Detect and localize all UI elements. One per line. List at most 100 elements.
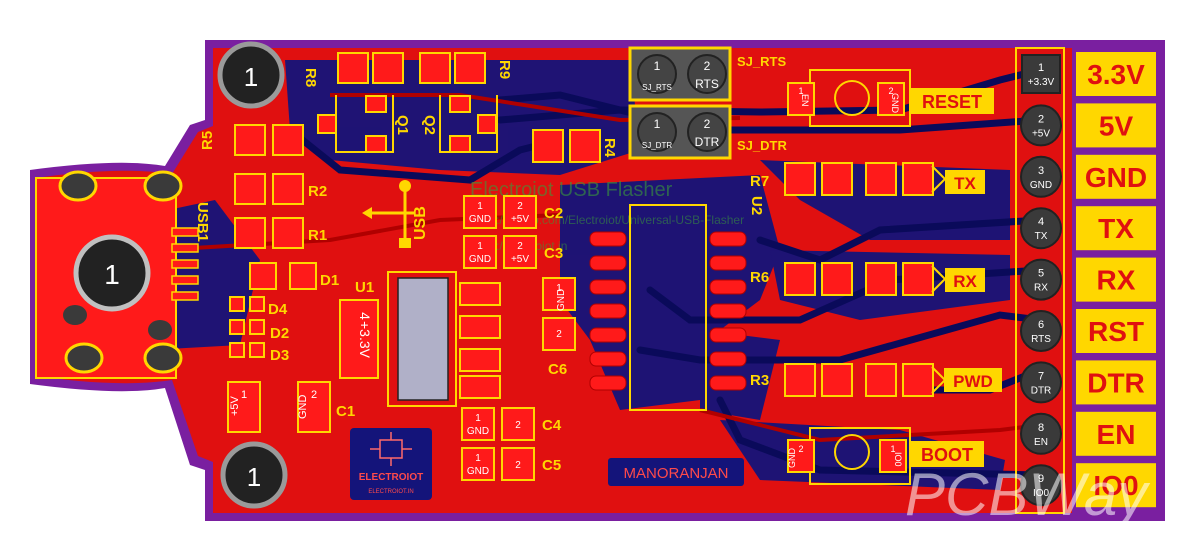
svg-text:2: 2 [311, 389, 317, 401]
boot-button[interactable]: 2 GND 1 IO0 [787, 427, 911, 485]
svg-text:1: 1 [477, 241, 483, 252]
c6-label: C6 [548, 361, 567, 378]
svg-text:GND: GND [297, 395, 309, 420]
header-pin-net: +5V [1032, 128, 1050, 139]
resistor-r1 [234, 217, 304, 249]
watermark-repo: https://github.com/Electroiot/Universal-… [470, 213, 744, 227]
reset-button[interactable]: 1 EN 2 GND [787, 69, 911, 127]
svg-text:2: 2 [798, 444, 803, 454]
svg-text:1: 1 [241, 389, 247, 401]
r6-label: R6 [750, 269, 769, 286]
header-pin-net: RX [1034, 283, 1048, 294]
svg-text:GND: GND [469, 254, 491, 265]
svg-text:+5V: +5V [229, 395, 241, 416]
designer-name: MANORANJAN [623, 465, 728, 482]
u1-label: U1 [355, 279, 374, 296]
svg-text:2: 2 [515, 420, 521, 431]
usb-symbol-icon [362, 180, 415, 248]
header-pin-4: 4TX [1020, 207, 1062, 250]
svg-text:1: 1 [890, 444, 895, 454]
pwd-label-bg [944, 368, 1002, 392]
header-label-5: RX [1076, 257, 1156, 302]
q1-label: Q1 [394, 115, 411, 135]
capacitor-c5: 1 GND 2 [461, 447, 535, 481]
capacitor-c6: 1 GND 2 [542, 277, 576, 351]
d4-label: D4 [268, 301, 288, 318]
c5-label: C5 [542, 457, 561, 474]
d1-label: D1 [320, 272, 339, 289]
usb-symbol-label: USB [412, 206, 429, 240]
header-pin-8: 8EN [1020, 412, 1062, 455]
r4-label: R4 [601, 138, 618, 158]
svg-text:2: 2 [704, 117, 711, 131]
header-pin-1: 1 +3.3V [1021, 54, 1061, 94]
u1-pin-label: 4 [357, 312, 373, 320]
svg-text:GND: GND [469, 214, 491, 225]
reset-label: RESET [922, 92, 982, 112]
reset-label-bg [910, 88, 994, 114]
svg-text:1: 1 [654, 59, 661, 73]
resistor-r4 [532, 129, 601, 163]
header-label-bg [1076, 309, 1156, 353]
tx-led-r7 [784, 162, 947, 196]
boot-label: BOOT [921, 445, 973, 465]
header-pin-number: 4 [1038, 216, 1044, 228]
watermark-title: Electroiot USB Flasher [470, 179, 673, 201]
header-label-bg [1076, 463, 1156, 508]
diode-d1 [249, 262, 317, 290]
header-label-text: 3.3V [1087, 59, 1145, 90]
r8-label: R8 [302, 68, 319, 87]
header-pin-net: +3.3V [1028, 77, 1055, 88]
header-label-bg [1076, 257, 1156, 302]
header-label-bg [1076, 154, 1156, 199]
pwd-led-label: PWD [953, 372, 993, 391]
svg-text:2: 2 [515, 460, 521, 471]
tx-label-bg [945, 170, 985, 194]
tx-led-label: TX [954, 174, 976, 193]
regulator-u1: 4 +3.3V [339, 271, 501, 407]
header-label-8: EN [1076, 411, 1156, 456]
svg-text:EN: EN [800, 94, 810, 107]
header-pin-number: 1 [1038, 62, 1044, 74]
header-label-text: DTR [1087, 367, 1145, 398]
svg-text:2: 2 [517, 201, 523, 212]
header-label-bg [1076, 360, 1156, 405]
svg-text:GND: GND [467, 426, 489, 437]
header-label-6: RST [1076, 309, 1156, 353]
diode-d3 [229, 342, 265, 358]
svg-text:DTR: DTR [695, 135, 720, 149]
svg-text:SJ_RTS: SJ_RTS [642, 83, 672, 92]
solder-jumper-dtr[interactable]: 1 SJ_DTR 2 DTR [628, 104, 732, 160]
header-label-text: GND [1085, 162, 1147, 193]
svg-text:GND: GND [787, 448, 797, 469]
svg-text:1: 1 [477, 201, 483, 212]
capacitor-c3: 1 GND 2 +5V [463, 235, 537, 269]
sj-rts-label: SJ_RTS [737, 54, 786, 69]
u2-label: U2 [748, 196, 765, 215]
resistor-r8-r9-pads [337, 52, 486, 84]
svg-text:RTS: RTS [695, 77, 719, 91]
resistor-r2 [234, 173, 304, 205]
solder-jumper-rts[interactable]: 1 SJ_RTS 2 RTS [628, 46, 732, 102]
header-label-bg [1076, 52, 1156, 96]
r1-label: R1 [308, 227, 327, 244]
capacitor-c1: 1 +5V 2 GND [227, 381, 331, 433]
resistor-r5 [234, 124, 304, 156]
c1-label: C1 [336, 403, 355, 420]
header-label-text: 5V [1099, 110, 1134, 141]
header-label-text: TX [1098, 213, 1134, 244]
header-pin-number: 3 [1038, 165, 1044, 177]
transistor-q1 [317, 95, 394, 153]
transistor-q2 [439, 95, 498, 153]
d3-label: D3 [270, 347, 289, 364]
diode-d2 [229, 319, 265, 335]
u1-value-label: +3.3V [357, 321, 373, 359]
header-pin-number: 5 [1038, 268, 1044, 280]
header-label-text: RST [1088, 316, 1144, 347]
header-label-7: DTR [1076, 360, 1156, 405]
